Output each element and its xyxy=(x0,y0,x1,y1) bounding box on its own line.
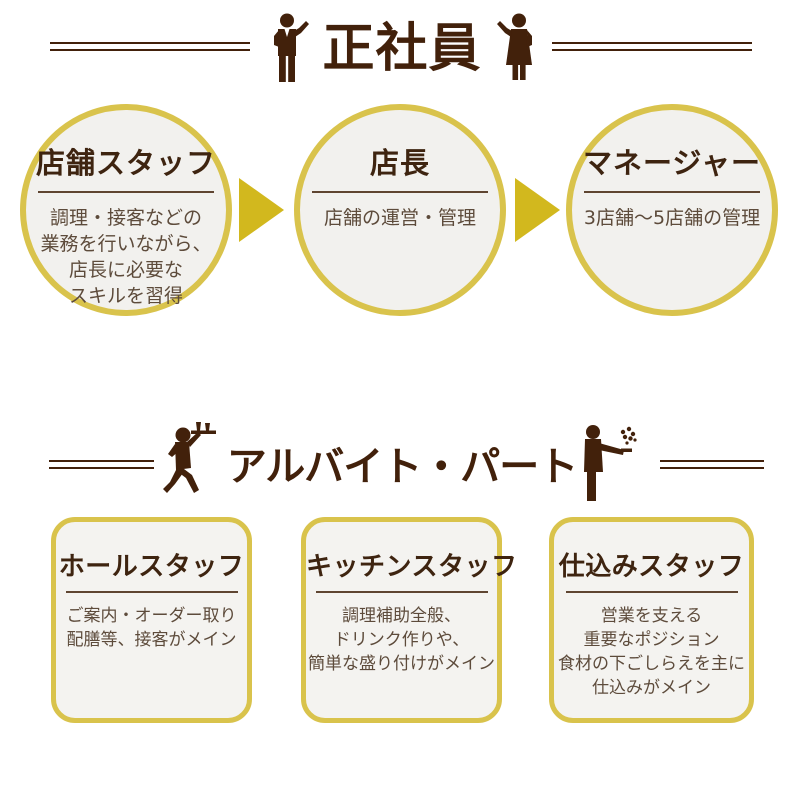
description-line: 仕込みがメイン xyxy=(592,678,711,698)
divider-line-right xyxy=(660,460,764,469)
step-description: 調理・接客などの 業務を行いながら、 店長に必要な スキルを習得 xyxy=(26,205,226,309)
fulltime-section-title: 正社員 xyxy=(322,18,482,79)
title-underline xyxy=(312,191,488,193)
description-line: 食材の下ごしらえを主に xyxy=(558,654,745,674)
role-title: キッチンスタッフ xyxy=(306,552,518,582)
description-line: ご案内・オーダー取り xyxy=(66,606,237,626)
step-title: 店舗スタッフ xyxy=(35,146,216,180)
businessman-icon xyxy=(274,13,309,82)
role-description: ご案内・オーダー取り 配膳等、接客がメイン xyxy=(56,604,247,652)
role-title: ホールスタッフ xyxy=(58,552,245,582)
description-line: 簡単な盛り付けがメイン xyxy=(308,654,495,674)
description-line: 配膳等、接客がメイン xyxy=(66,630,237,650)
description-line: スキルを習得 xyxy=(68,285,183,307)
description-line: 営業を支える xyxy=(600,606,703,626)
role-description: 調理補助全般、 ドリンク作りや、 簡単な盛り付けがメイン xyxy=(306,604,497,676)
description-line: 店長に必要な xyxy=(68,259,183,281)
arrow-right-icon xyxy=(239,178,284,242)
parttime-section-title: アルバイト・パート xyxy=(226,443,579,490)
description-line: 3店舗〜5店舗の管理 xyxy=(583,207,761,229)
title-underline xyxy=(565,591,738,593)
description-line: 調理補助全般、 xyxy=(342,606,461,626)
title-underline xyxy=(38,191,214,193)
description-line: 業務を行いながら、 xyxy=(40,233,212,255)
businesswoman-icon xyxy=(497,13,532,80)
title-underline xyxy=(584,191,760,193)
role-description: 営業を支える 重要なポジション 食材の下ごしらえを主に 仕込みがメイン xyxy=(554,604,749,700)
title-underline xyxy=(65,591,238,593)
divider-line-right xyxy=(552,42,752,51)
chef-icon xyxy=(584,425,637,501)
description-line: ドリンク作りや、 xyxy=(333,630,470,650)
description-line: 調理・接客などの xyxy=(49,207,202,229)
step-title: 店長 xyxy=(369,146,430,180)
career-step-store-manager: 店長 店舗の運営・管理 xyxy=(294,104,506,316)
role-title: 仕込みスタッフ xyxy=(558,552,745,582)
description-line: 重要なポジション xyxy=(583,630,720,650)
arrow-right-icon xyxy=(515,178,560,242)
career-step-store-staff: 店舗スタッフ 調理・接客などの 業務を行いながら、 店長に必要な スキルを習得 xyxy=(20,104,232,316)
career-step-area-manager: マネージャー 3店舗〜5店舗の管理 xyxy=(566,104,778,316)
divider-line-left xyxy=(50,42,250,51)
step-title: マネージャー xyxy=(583,146,761,180)
divider-line-left xyxy=(49,460,154,469)
role-box-kitchen-staff: キッチンスタッフ 調理補助全般、 ドリンク作りや、 簡単な盛り付けがメイン xyxy=(301,517,518,723)
description-line: 店舗の運営・管理 xyxy=(323,207,476,229)
step-description: 店舗の運営・管理 xyxy=(300,205,500,231)
role-box-hall-staff: ホールスタッフ ご案内・オーダー取り 配膳等、接客がメイン xyxy=(51,517,252,723)
step-description: 3店舗〜5店舗の管理 xyxy=(572,205,772,231)
title-underline xyxy=(315,591,488,593)
waiter-icon xyxy=(163,422,216,493)
role-box-prep-staff: 仕込みスタッフ 営業を支える 重要なポジション 食材の下ごしらえを主に 仕込みが… xyxy=(549,517,754,723)
